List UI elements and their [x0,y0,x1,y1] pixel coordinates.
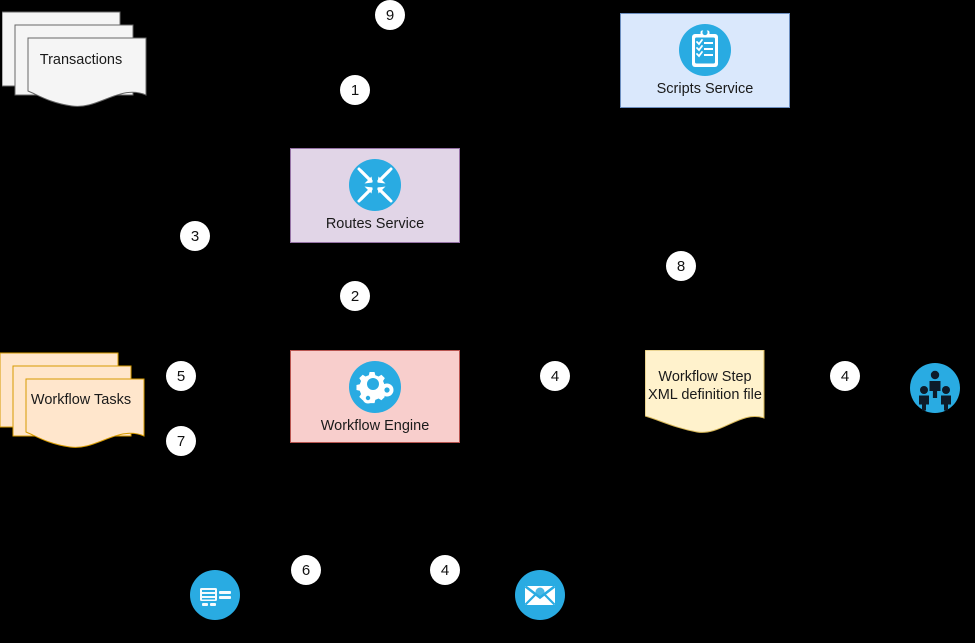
step-badge-7-label: 7 [176,432,186,450]
step-badge-1-label: 1 [350,81,360,99]
step-badge-7[interactable]: 7 [166,426,196,456]
step-badge-3-label: 3 [190,227,200,245]
step-badge-6[interactable]: 6 [291,555,321,585]
step-badge-5-label: 5 [176,367,186,385]
workflow-engine-node[interactable]: Workflow Engine [290,350,460,443]
step-badge-1[interactable]: 1 [340,75,370,105]
converging-arrows-icon [348,158,402,212]
workflow-tasks-document-stack[interactable] [0,347,145,452]
workflow-engine-label: Workflow Engine [320,418,430,434]
step-badge-8-label: 8 [676,257,686,275]
step-badge-3[interactable]: 3 [180,221,210,251]
scripts-service-label: Scripts Service [656,81,754,97]
step-badge-2[interactable]: 2 [340,281,370,311]
scripts-service-node[interactable]: Scripts Service [620,13,790,108]
clipboard-checklist-icon [678,23,732,77]
step-badge-2-label: 2 [350,287,360,305]
step-badge-4b-label: 4 [840,367,850,385]
step-badge-5[interactable]: 5 [166,361,196,391]
routes-service-label: Routes Service [325,216,425,232]
step-badge-4b[interactable]: 4 [830,361,860,391]
database-server-icon[interactable] [189,569,241,621]
step-badge-9[interactable]: 9 [375,0,405,30]
step-badge-9-label: 9 [385,6,395,24]
workflow-step-xml-file-document[interactable] [645,350,765,442]
step-badge-8[interactable]: 8 [666,251,696,281]
email-envelope-icon[interactable] [514,569,566,621]
step-badge-4c-label: 4 [440,561,450,579]
routes-service-node[interactable]: Routes Service [290,148,460,243]
transactions-document-stack[interactable] [2,6,147,111]
step-badge-4a-label: 4 [550,367,560,385]
gears-icon [348,360,402,414]
step-badge-4c[interactable]: 4 [430,555,460,585]
users-group-icon[interactable] [909,362,961,414]
step-badge-6-label: 6 [301,561,311,579]
step-badge-4a[interactable]: 4 [540,361,570,391]
